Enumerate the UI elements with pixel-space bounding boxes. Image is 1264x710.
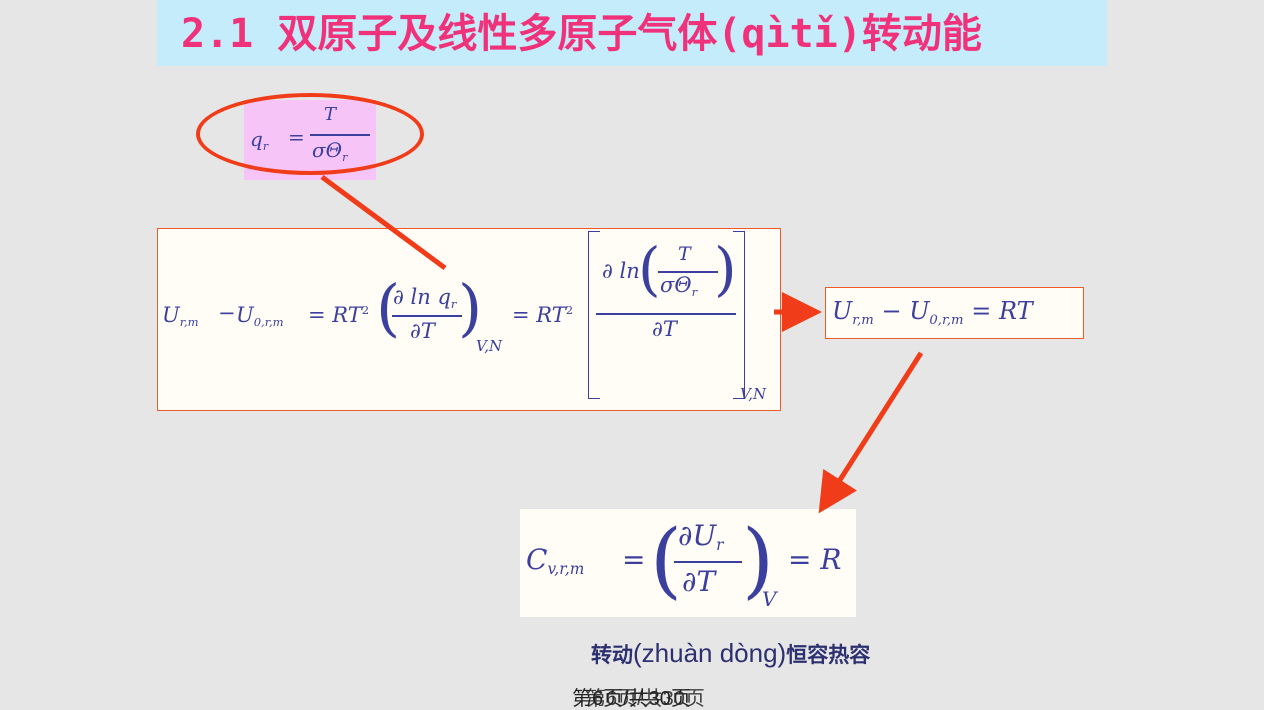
title-band xyxy=(157,0,1107,66)
internal-energy-result: Ur,m − U0,r,m = RT xyxy=(825,287,1084,339)
page-number-ghost: 第6页/共30页 xyxy=(586,688,705,710)
connector-line xyxy=(320,174,447,271)
page-number: 第6页/共30页 xyxy=(572,688,691,710)
heat-capacity-formula: Cv,r,m = ( ∂Ur ∂T ) V = R xyxy=(520,509,856,617)
highlight-ellipse xyxy=(196,93,424,175)
page-footer: 第6页/共30页 第6页/共30页 xyxy=(572,688,705,710)
down-left-arrow xyxy=(818,351,924,514)
internal-energy-derivation: Ur,m − U0,r,m = RT2 ( ∂ ln qr ∂T ) V,N =… xyxy=(157,228,781,411)
caption: 转动(zhuàn dòng)恒容热容 xyxy=(591,638,871,668)
slide-title: 2.1 双原子及线性多原子气体(qìtǐ)转动能 xyxy=(181,11,982,57)
